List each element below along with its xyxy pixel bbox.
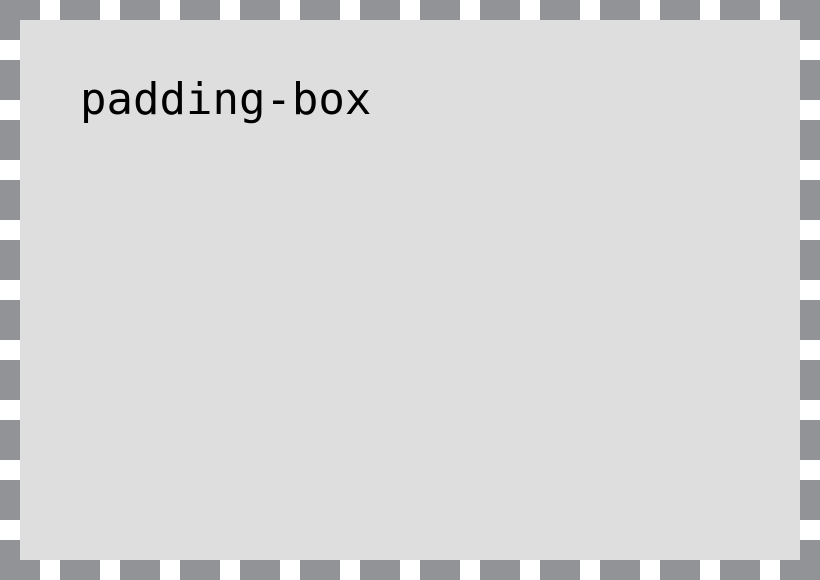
box-label: padding-box xyxy=(80,74,372,125)
